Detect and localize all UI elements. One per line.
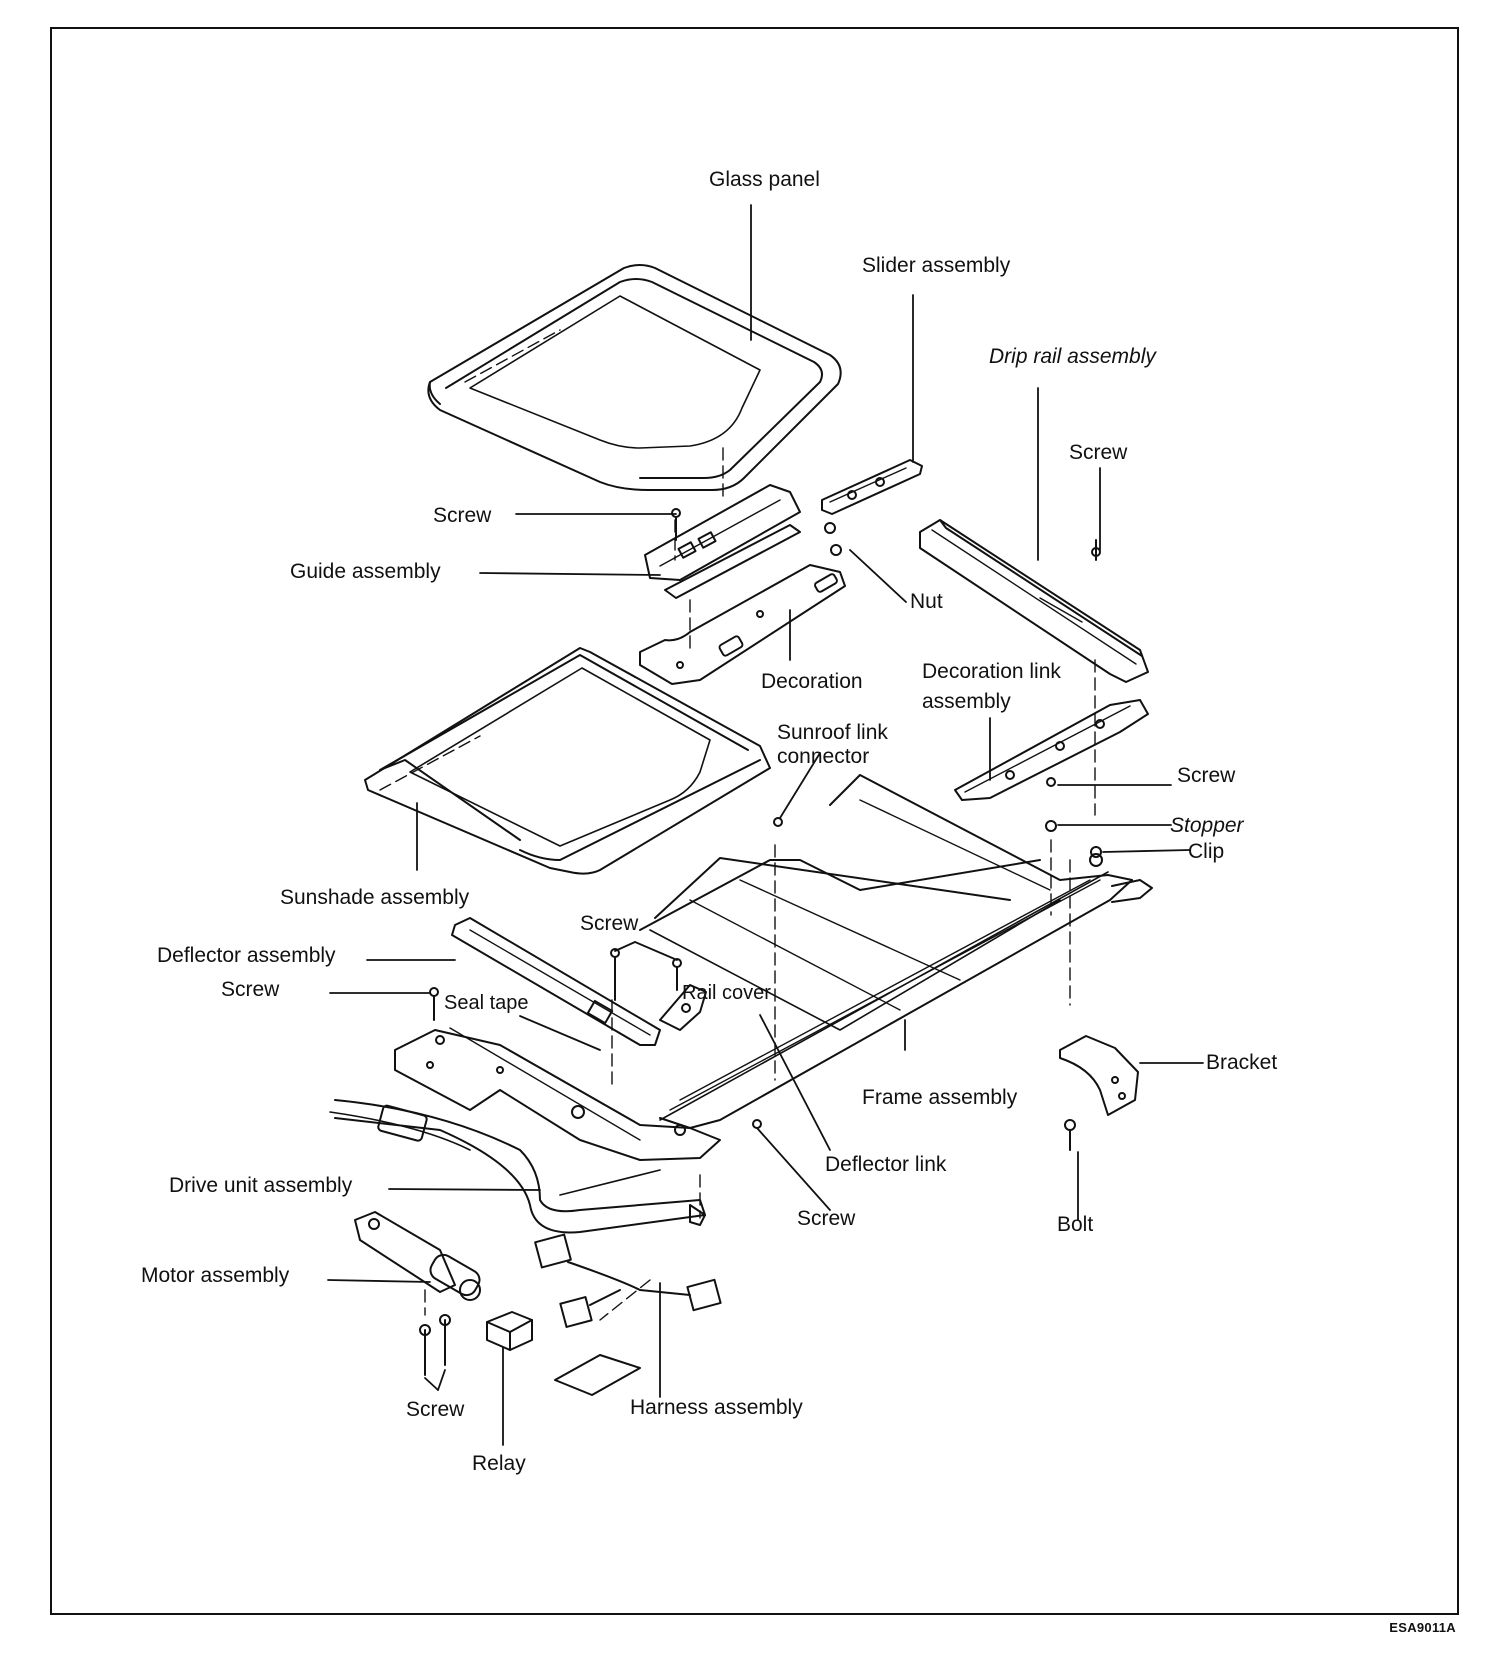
alignment-lines — [379, 329, 1096, 1321]
bracket-part — [1059, 1035, 1139, 1116]
label-motor-assembly: Motor assembly — [141, 1264, 290, 1287]
glass-panel-part — [427, 264, 842, 491]
frame-assembly-part — [639, 774, 1153, 1129]
label-stopper: Stopper — [1170, 814, 1244, 837]
motor-assembly-part — [354, 1211, 481, 1376]
label-slider-assembly: Slider assembly — [862, 254, 1011, 277]
lower-frame-part — [394, 1027, 721, 1161]
label-sunshade-assembly: Sunshade assembly — [280, 886, 470, 909]
sunshade-assembly-part — [364, 647, 771, 875]
rail-cover-part — [659, 984, 707, 1031]
deflector-assembly-part — [451, 917, 661, 1046]
label-drip-rail-assembly: Drip rail assembly — [989, 345, 1156, 368]
label-rail-cover: Rail cover — [682, 982, 771, 1004]
leader-lines — [327, 204, 1204, 1446]
label-screw-top-right: Screw — [1069, 441, 1128, 464]
diagram-frame — [50, 27, 1459, 1615]
label-screw-mid: Screw — [580, 912, 639, 935]
relay-part — [486, 1311, 533, 1351]
label-glass-panel: Glass panel — [709, 168, 820, 191]
label-screw-left: Screw — [221, 978, 280, 1001]
label-screw-top: Screw — [433, 504, 492, 527]
decoration-link-assembly-part — [954, 699, 1149, 801]
label-sunroof-link-connector-2: connector — [777, 745, 870, 768]
figure-code: ESA9011A — [1389, 1620, 1456, 1635]
label-harness-assembly: Harness assembly — [630, 1396, 803, 1419]
label-deflector-link: Deflector link — [825, 1153, 947, 1176]
drip-rail-assembly-part — [919, 519, 1149, 683]
label-relay: Relay — [472, 1452, 526, 1475]
label-frame-assembly: Frame assembly — [862, 1086, 1018, 1109]
label-seal-tape: Seal tape — [444, 992, 529, 1014]
label-guide-assembly: Guide assembly — [290, 560, 441, 583]
guide-assembly-part — [644, 484, 842, 599]
label-sunroof-link-connector-1: Sunroof link — [777, 721, 888, 744]
label-screw-motor: Screw — [406, 1398, 465, 1421]
drive-unit-assembly-part — [329, 1099, 706, 1234]
label-drive-unit-assembly: Drive unit assembly — [169, 1174, 353, 1197]
label-decoration-link-2: assembly — [922, 690, 1011, 713]
decoration-part — [639, 564, 846, 685]
fasteners — [429, 777, 1102, 1151]
harness-assembly-part — [534, 1233, 722, 1396]
label-deflector-assembly: Deflector assembly — [157, 944, 336, 967]
label-bolt: Bolt — [1057, 1213, 1094, 1236]
label-bracket: Bracket — [1206, 1051, 1278, 1074]
label-nut: Nut — [910, 590, 943, 613]
label-decoration: Decoration — [761, 670, 863, 693]
label-clip: Clip — [1188, 840, 1225, 863]
label-screw-bottom: Screw — [797, 1207, 856, 1230]
label-screw-right: Screw — [1177, 764, 1236, 787]
label-decoration-link-1: Decoration link — [922, 660, 1061, 683]
slider-assembly-part — [821, 459, 923, 515]
